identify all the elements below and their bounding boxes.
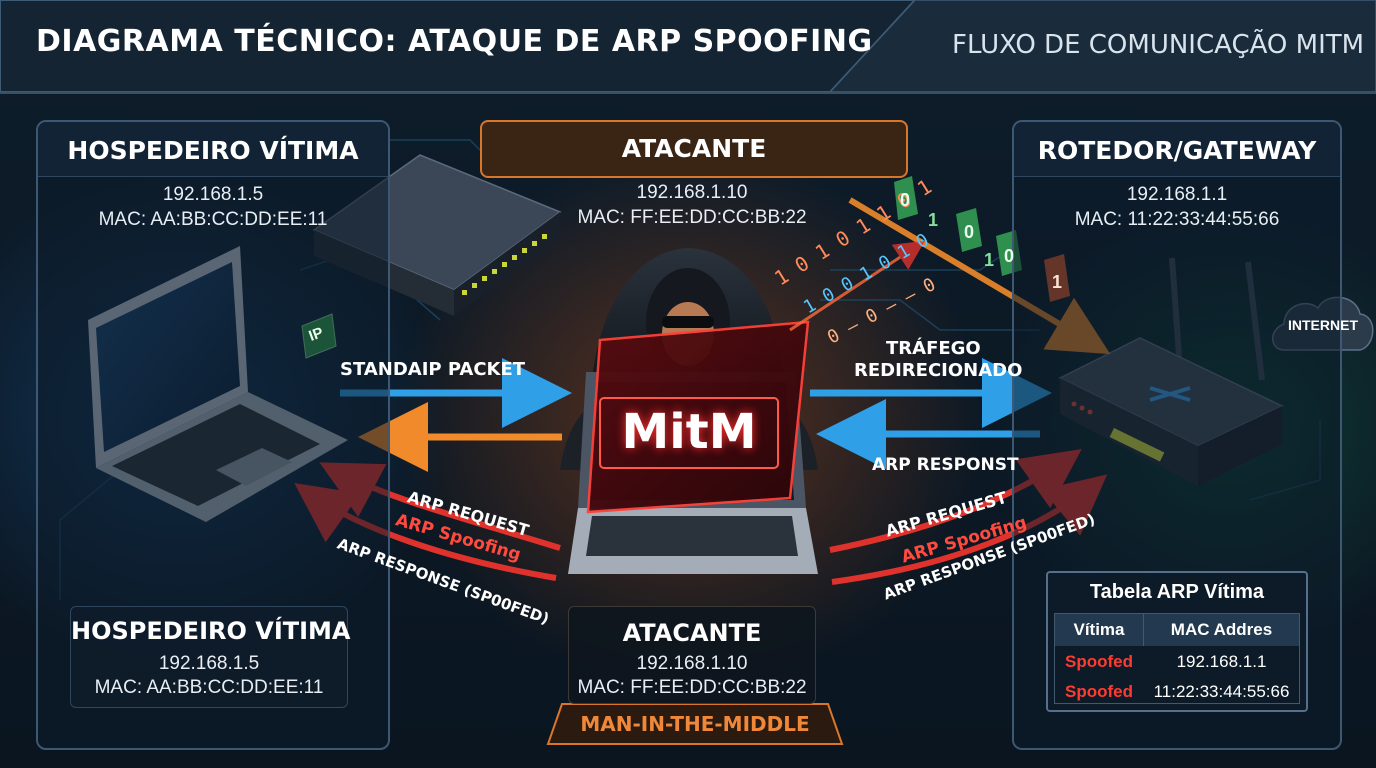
victim-card-mac: MAC: AA:BB:CC:DD:EE:11 [94, 677, 324, 698]
attacker-card-title: ATACANTE [622, 619, 762, 647]
arp-col-vitima: Vítima [1055, 614, 1144, 646]
gateway-mac: MAC: 11:22:33:44:55:66 [1074, 209, 1280, 230]
gateway-panel-header [1014, 122, 1340, 177]
file-tile-6: 1 [1052, 272, 1063, 292]
victim-card-title: HOSPEDEIRO VÍTIMA [71, 617, 351, 645]
file-tile-3: 0 [964, 222, 975, 242]
arp-row1-status: Spoofed [1065, 652, 1133, 671]
arp-table-grid: Vítima MAC Addres Spoofed 192.168.1.1 Sp… [1054, 613, 1300, 704]
arp-row2-status: Spoofed [1065, 682, 1133, 701]
victim-mac: MAC: AA:BB:CC:DD:EE:11 [98, 209, 328, 230]
attacker-title: ATACANTE [621, 134, 767, 163]
mitm-screen-label: MitM [621, 404, 757, 460]
attacker-card-mac: MAC: FF:EE:DD:CC:BB:22 [577, 677, 807, 698]
label-redirecionado: REDIRECIONADO [854, 360, 1023, 381]
victim-ip: 192.168.1.5 [162, 184, 264, 205]
arp-row1-value: 192.168.1.1 [1176, 652, 1267, 671]
file-tile-5: 0 [1004, 246, 1015, 266]
arp-row2-value: 11:22:33:44:55:66 [1153, 682, 1290, 701]
file-tile-4: 1 [984, 250, 995, 270]
page-title: DIAGRAMA TÉCNICO: ATAQUE DE ARP SPOOFING [36, 24, 873, 59]
attacker-panel-header: ATACANTE [480, 120, 908, 178]
arp-col-mac: MAC Addres [1144, 614, 1299, 646]
attacker-ip: 192.168.1.10 [636, 182, 748, 203]
gateway-title: ROTEDOR/GATEWAY [1037, 136, 1317, 165]
gateway-ip: 192.168.1.1 [1126, 184, 1228, 205]
attacker-card-ip: 192.168.1.10 [636, 653, 748, 674]
victim-card-ip: 192.168.1.5 [158, 653, 260, 674]
attacker-laptop-icon [568, 320, 818, 574]
victim-title: HOSPEDEIRO VÍTIMA [67, 136, 359, 165]
arp-table: Tabela ARP Vítima Vítima MAC Addres Spoo… [1046, 571, 1308, 712]
mitm-badge-label: MAN-IN-THE-MIDDLE [580, 712, 810, 736]
header-band [0, 0, 1376, 94]
page-subtitle: FLUXO DE COMUNICAÇÃO MITM [952, 30, 1365, 60]
attacker-card: ATACANTE 192.168.1.10 MAC: FF:EE:DD:CC:B… [568, 606, 816, 704]
mitm-badge-shape [546, 703, 844, 745]
victim-panel-header [38, 122, 388, 177]
internet-label: INTERNET [1288, 317, 1358, 333]
victim-card: HOSPEDEIRO VÍTIMA 192.168.1.5 MAC: AA:BB… [70, 606, 351, 708]
file-tile-2: 1 [928, 210, 939, 230]
label-standaip-packet: STANDAIP PACKET [340, 359, 526, 380]
arp-table-title: Tabela ARP Vítima [1089, 581, 1265, 603]
file-tile-1: 0 [900, 190, 911, 210]
label-trafego: TRÁFEGO [886, 338, 981, 359]
attacker-mac: MAC: FF:EE:DD:CC:BB:22 [577, 207, 807, 228]
label-arp-respons: ARP RESPONST [872, 455, 1019, 475]
